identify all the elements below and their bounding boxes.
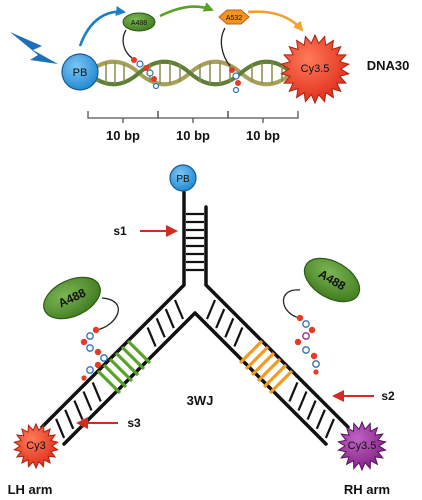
right-arm-labeled-band — [238, 339, 294, 395]
cy3-left-label: Cy3 — [26, 440, 46, 452]
dna30-panel: PB A488 A532 Cy3.5 DNA30 10 bp 10 bp 10 … — [10, 2, 410, 143]
right-a488-linker-beads — [294, 314, 320, 375]
s1-label: s1 — [113, 224, 127, 238]
base-pair-rung — [173, 299, 185, 320]
transfer-arrow-a532-to-cy35 — [247, 10, 304, 32]
base-pair-rung — [64, 409, 75, 430]
a532-dye-label: A532 — [226, 15, 242, 22]
base-pair-rung — [205, 299, 217, 320]
base-pair-rung — [155, 317, 166, 338]
base-pair-rung — [233, 326, 244, 347]
transfer-arrow-pb-to-a488 — [78, 6, 126, 47]
base-pair-rung — [324, 418, 335, 439]
pb-donor-circle — [61, 53, 99, 91]
base-pair-rung — [315, 409, 326, 430]
cy35-acceptor-label: Cy3.5 — [301, 63, 330, 75]
transfer-arrow-a488-to-a532 — [159, 2, 214, 18]
junction-strands — [40, 190, 350, 446]
a488-linker-beads — [131, 57, 160, 90]
double-helix — [86, 59, 294, 87]
a488-dye-label: A488 — [131, 20, 147, 27]
base-pair-rung — [91, 381, 102, 402]
junction-pb-label: PB — [176, 174, 190, 185]
left-a488-linker — [95, 297, 119, 331]
lh-arm-label: LH arm — [8, 482, 53, 497]
junction-center-label: 3WJ — [187, 393, 214, 408]
s2-label: s2 — [381, 389, 395, 403]
cy3-left-star — [13, 422, 59, 470]
base-pair-rung — [224, 317, 235, 338]
a532-linker — [220, 27, 231, 67]
base-pair-rung — [73, 400, 84, 421]
base-pair-rung — [288, 381, 299, 402]
bp-spacing-brackets — [87, 111, 299, 123]
excitation-lightning-icon — [10, 32, 58, 64]
base-pair-rungs — [55, 212, 335, 439]
left-arm-labeled-band — [96, 339, 152, 395]
base-pair-rung — [55, 418, 66, 439]
cy35-right-star — [337, 420, 387, 472]
left-a488-protein — [43, 276, 101, 320]
bp-spacing-label-2: 10 bp — [176, 128, 210, 143]
base-pair-rung — [164, 308, 175, 329]
dna30-title: DNA30 — [367, 58, 410, 73]
a488-linker — [122, 29, 133, 59]
a488-dye-ellipse — [122, 12, 156, 32]
s3-label: s3 — [127, 416, 141, 430]
pb-donor-label: PB — [73, 67, 88, 79]
right-a488-linker — [282, 289, 301, 319]
rh-arm-label: RH arm — [344, 482, 390, 497]
three-way-junction-panel: A488 A488 PB Cy3 Cy3.5 s1 s2 — [8, 164, 395, 497]
base-pair-rung — [306, 400, 317, 421]
left-a488-linker-beads — [80, 326, 108, 381]
right-a488-protein — [303, 257, 361, 303]
base-pair-rung — [146, 326, 157, 347]
cy35-right-label: Cy3.5 — [348, 440, 377, 452]
junction-pb-circle — [169, 164, 197, 192]
a532-dye-hexagon — [218, 9, 250, 25]
base-pair-rung — [82, 391, 93, 411]
cy35-acceptor-star — [280, 33, 350, 105]
a532-linker-beads — [229, 67, 241, 94]
bp-spacing-label-3: 10 bp — [246, 128, 280, 143]
base-pair-rung — [297, 391, 308, 411]
base-pair-rung — [215, 308, 226, 329]
bp-spacing-label-1: 10 bp — [106, 128, 140, 143]
